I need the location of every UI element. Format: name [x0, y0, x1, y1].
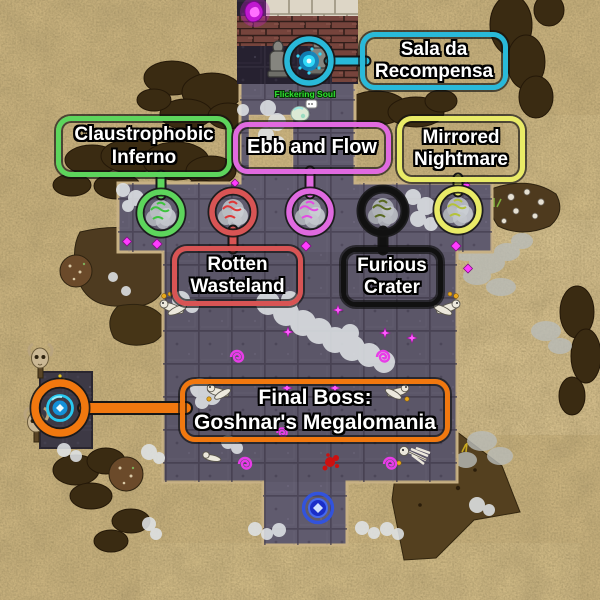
- taint-rotten-wasteland[interactable]: [218, 199, 248, 228]
- label-line: Mirrored: [422, 126, 500, 148]
- label-line: Crater: [364, 277, 420, 298]
- taint-furious-crater[interactable]: [368, 198, 398, 227]
- berry-bush: [59, 254, 144, 492]
- reward-room-building: [237, 0, 358, 84]
- label-mirrored-nightmare: Mirrored Nightmare: [397, 116, 525, 182]
- label-ebb-and-flow: Ebb and Flow: [233, 122, 391, 174]
- label-line: Final Boss:: [258, 385, 372, 409]
- statue: [267, 40, 289, 78]
- annotation-circles: [29, 34, 484, 439]
- stone-arena: [116, 78, 494, 547]
- label-line: Furious: [357, 254, 427, 276]
- skull-mound: [486, 182, 561, 233]
- label-line: Sala da: [400, 38, 468, 60]
- label-line: Wasteland: [190, 276, 285, 297]
- taint-claustrophobic-inferno[interactable]: [146, 200, 176, 229]
- reward-room-teleport[interactable]: [296, 47, 322, 75]
- creature-nameplate: Flickering Soul: [275, 89, 336, 99]
- blue-magic-circle[interactable]: [301, 491, 335, 525]
- label-line: Ebb and Flow: [247, 136, 377, 159]
- label-line: Claustrophobic: [74, 124, 214, 146]
- label-rotten-wasteland: Rotten Wasteland: [172, 246, 303, 306]
- label-claustrophobic-inferno: Claustrophobic Inferno: [56, 116, 232, 177]
- label-line: Nightmare: [414, 149, 508, 170]
- taint-mirrored-nightmare[interactable]: [443, 197, 473, 226]
- label-furious-crater: Furious Crater: [341, 247, 443, 307]
- label-line: Recompensa: [374, 61, 494, 82]
- label-line: Rotten: [207, 253, 268, 275]
- taint-ebb-and-flow[interactable]: [295, 199, 325, 228]
- label-line: Inferno: [111, 146, 177, 168]
- label-line: Goshnar's Megalomania: [194, 410, 436, 434]
- flickering-soul-creature[interactable]: [290, 99, 318, 122]
- final-boss-teleport[interactable]: [46, 394, 74, 422]
- label-sala-da-recompensa: Sala da Recompensa: [360, 32, 508, 90]
- blood-splat: [322, 453, 339, 471]
- purple-portal[interactable]: [240, 0, 270, 27]
- skeleton-remains: [398, 445, 431, 465]
- label-final-boss: Final Boss: Goshnar's Megalomania: [180, 379, 450, 442]
